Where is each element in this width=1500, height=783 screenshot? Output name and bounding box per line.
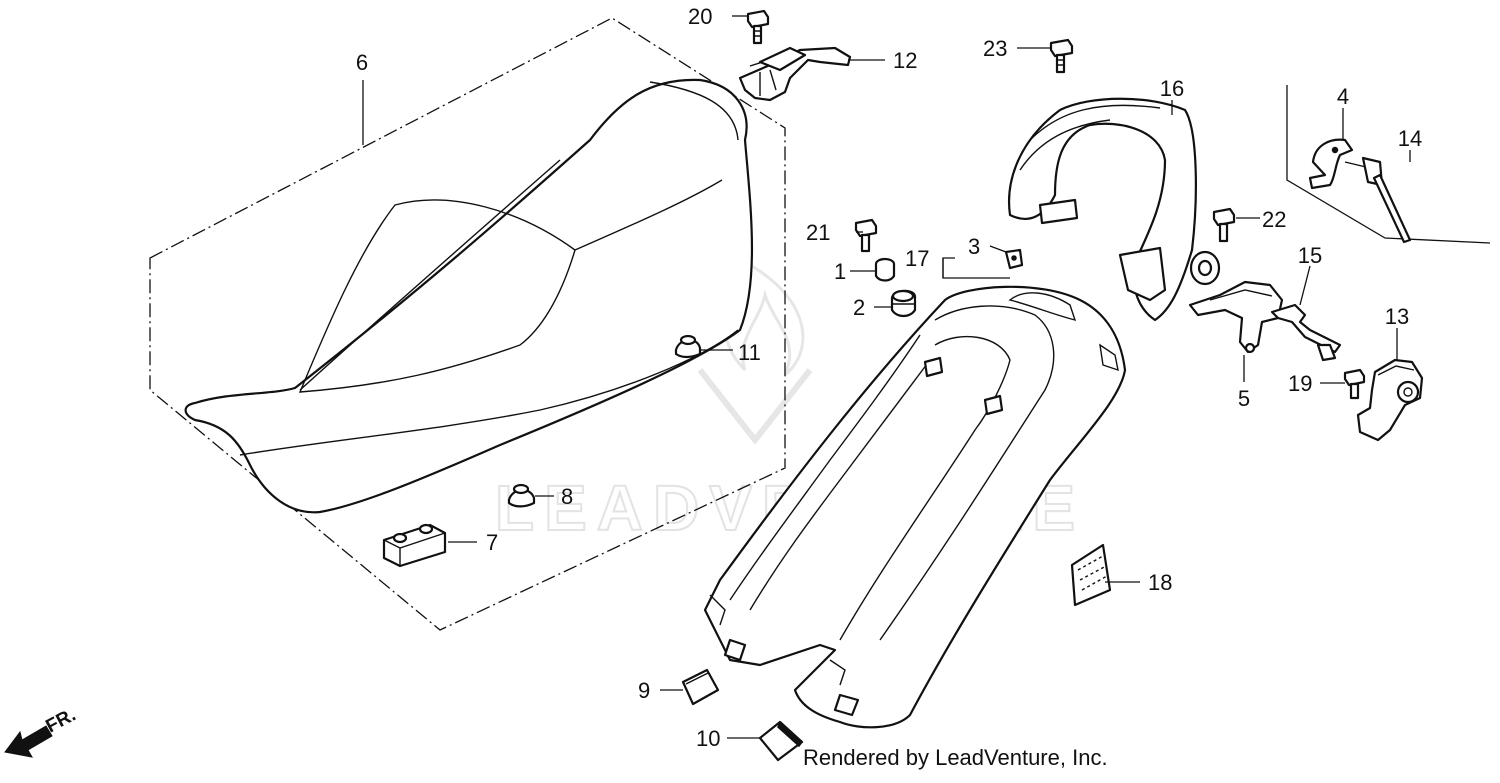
callout-20: 20 (688, 4, 712, 29)
grommet-part-2 (890, 289, 917, 318)
callout-9: 9 (638, 678, 650, 703)
pad-part-10 (758, 720, 804, 762)
callout-3: 3 (968, 234, 980, 259)
watermark-v-icon (697, 368, 813, 445)
callout-16: 16 (1160, 76, 1184, 101)
render-credit: Rendered by LeadVenture, Inc. (803, 745, 1108, 770)
callout-7: 7 (486, 530, 498, 555)
callout-19: 19 (1288, 371, 1312, 396)
front-direction-indicator: FR. (4, 705, 79, 758)
callout-6: 6 (356, 50, 368, 75)
clip-part-3 (1004, 248, 1024, 270)
leader-lines (362, 15, 1411, 739)
label-part-18 (1070, 543, 1112, 607)
callout-2: 2 (853, 295, 865, 320)
grab-rail-part-16 (1008, 97, 1221, 322)
callout-12: 12 (893, 48, 917, 73)
callout-17: 17 (905, 246, 929, 271)
bracket-box (1286, 85, 1491, 244)
bolt-part-19 (1343, 368, 1366, 400)
cable-part-15 (1270, 303, 1342, 362)
seat-hook-part-12 (738, 46, 852, 102)
callout-23: 23 (983, 36, 1007, 61)
cable-part-14 (1344, 156, 1412, 244)
rubber-block-part-7 (382, 523, 447, 568)
callout-4: 4 (1337, 84, 1349, 109)
bolt-part-21 (854, 218, 878, 253)
rear-cowl-part-17 (703, 285, 1127, 729)
callout-8: 8 (561, 484, 573, 509)
callout-21: 21 (806, 220, 830, 245)
callout-22: 22 (1262, 207, 1286, 232)
pad-part-9 (681, 668, 720, 706)
callout-labels: 6 7 8 11 20 12 23 16 21 1 2 3 17 4 14 22… (356, 4, 1422, 751)
callout-14: 14 (1398, 126, 1422, 151)
callout-15: 15 (1298, 243, 1322, 268)
callout-13: 13 (1385, 304, 1409, 329)
seat-lock-part-13 (1356, 358, 1424, 442)
cushion-part-11 (674, 334, 702, 359)
bracket-part-4 (1308, 138, 1354, 190)
callout-1: 1 (834, 259, 846, 284)
collar-part-1 (874, 257, 896, 282)
bolt-part-20 (746, 9, 770, 45)
seat-part-6 (184, 78, 754, 514)
bolt-part-23 (1049, 38, 1074, 74)
callout-18: 18 (1148, 570, 1172, 595)
cushion-part-8 (507, 483, 536, 508)
callout-10: 10 (696, 726, 720, 751)
callout-11: 11 (738, 340, 761, 365)
seat-frame (149, 17, 786, 631)
bolt-part-22 (1212, 207, 1236, 243)
bracket-part-5 (1188, 280, 1284, 354)
callout-5: 5 (1238, 386, 1250, 411)
front-arrow-icon (4, 725, 53, 758)
